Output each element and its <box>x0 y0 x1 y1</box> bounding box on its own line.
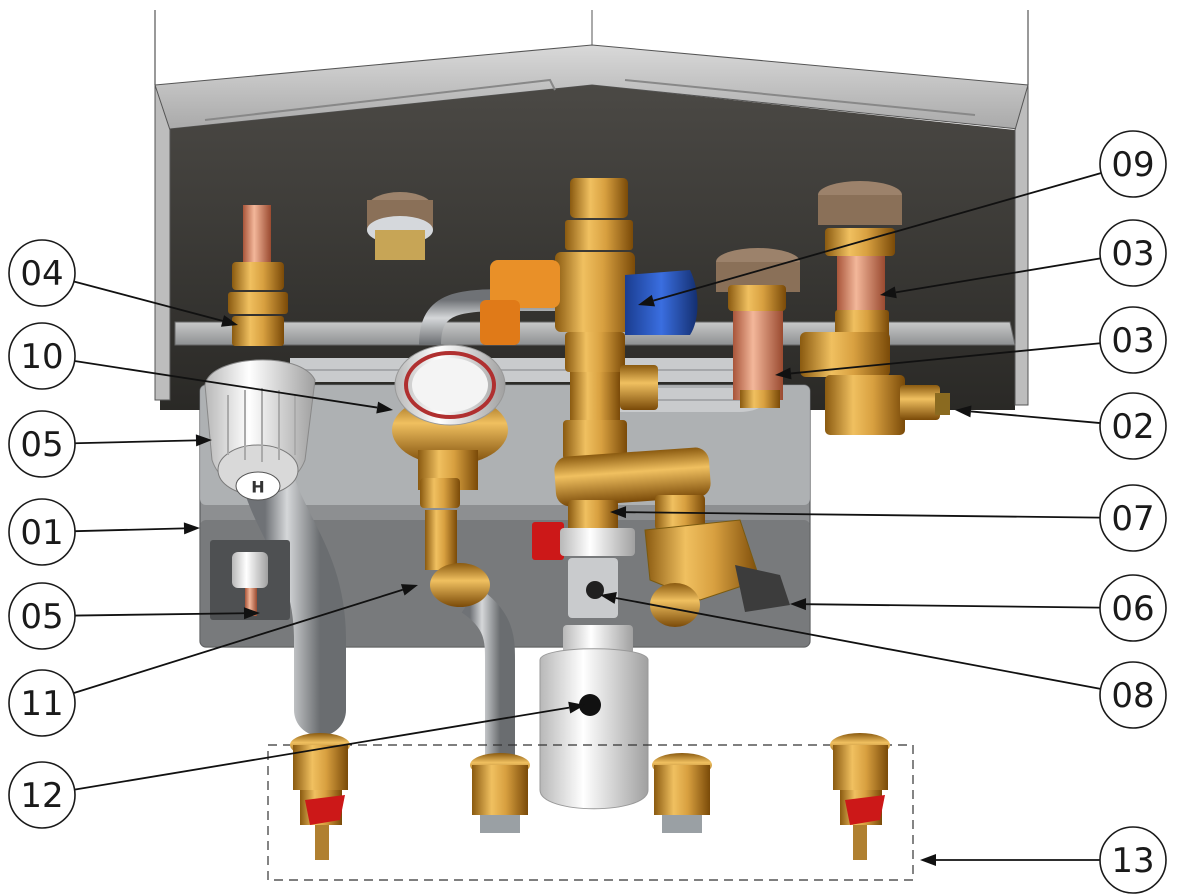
leader-line-01 <box>74 527 185 533</box>
svg-text:H: H <box>251 478 264 497</box>
callout-number: 01 <box>20 513 63 553</box>
leader-line-09 <box>653 172 1102 302</box>
leader-arrow-07 <box>610 506 627 519</box>
callout-05: 05 <box>8 582 76 650</box>
leader-line-03 <box>790 342 1101 375</box>
callout-circle <box>8 669 76 737</box>
callout-number: 08 <box>1111 676 1154 716</box>
brass-fittings-left <box>228 262 288 346</box>
leader-arrow-06 <box>790 598 807 611</box>
callout-circle <box>1099 130 1167 198</box>
callout-13: 13 <box>1099 826 1167 894</box>
leader-arrow-02 <box>955 405 972 418</box>
callout-number: 02 <box>1111 407 1154 447</box>
callout-circle <box>8 239 76 307</box>
callout-01: 01 <box>8 498 76 566</box>
leader-line-12 <box>74 706 570 791</box>
central-manifold <box>480 178 658 460</box>
callout-number: 03 <box>1111 234 1154 274</box>
callout-circle <box>1099 484 1167 552</box>
leader-arrow-13 <box>920 854 936 866</box>
callout-08: 08 <box>1099 661 1167 729</box>
leader-line-05 <box>74 439 197 445</box>
callout-number: 10 <box>20 337 63 377</box>
callout-circle <box>8 410 76 478</box>
leader-arrow-10 <box>376 401 393 414</box>
leader-arrow-11 <box>400 584 418 596</box>
callout-circle <box>8 761 76 829</box>
leader-line-07 <box>625 511 1101 519</box>
manometer <box>392 344 508 490</box>
callout-circle <box>1099 574 1167 642</box>
callout-09: 09 <box>1099 130 1167 198</box>
leader-arrow-01 <box>183 522 200 535</box>
small-left-valve <box>210 540 290 620</box>
brass-tube-07 <box>554 447 711 535</box>
callout-number: 13 <box>1111 841 1154 881</box>
callout-number: 03 <box>1111 321 1154 361</box>
blue-valve-09 <box>625 270 698 335</box>
callout-03: 03 <box>1099 306 1167 374</box>
drain-tap-08 <box>532 522 635 618</box>
callout-04: 04 <box>8 239 76 307</box>
leader-line-06 <box>805 603 1101 609</box>
callout-number: 05 <box>20 597 63 637</box>
leader-arrow-12 <box>568 701 585 714</box>
leader-line-02 <box>970 410 1101 424</box>
filter-06 <box>644 519 790 627</box>
union-center-left <box>470 753 530 833</box>
leader-arrow-08 <box>600 592 617 604</box>
leader-line-03 <box>895 257 1101 294</box>
leader-arrow-09 <box>638 294 656 307</box>
callout-11: 11 <box>8 669 76 737</box>
leader-lines <box>73 172 1102 866</box>
callout-number: 11 <box>20 684 63 724</box>
siphon-canister-12 <box>539 625 649 810</box>
callout-circle <box>1099 392 1167 460</box>
callout-labels: 09 03 03 02 07 06 08 13 04 10 05 01 05 11 12 <box>8 130 1167 894</box>
leader-arrow-04 <box>220 315 238 327</box>
callout-05: 05 <box>8 410 76 478</box>
callout-number: 05 <box>20 425 63 465</box>
callout-03: 03 <box>1099 219 1167 287</box>
leader-arrow-03 <box>775 367 792 380</box>
leader-line-10 <box>74 360 378 409</box>
leader-line-05 <box>74 612 245 617</box>
leader-line-11 <box>73 588 404 694</box>
callout-circle <box>1099 661 1167 729</box>
leader-arrow-05 <box>243 607 260 620</box>
callout-number: 04 <box>20 254 63 294</box>
callout-circle <box>8 498 76 566</box>
callout-number: 07 <box>1111 499 1154 539</box>
center-grey-pipes <box>461 150 697 760</box>
callout-06: 06 <box>1099 574 1167 642</box>
leader-line-08 <box>615 597 1101 690</box>
callout-02: 02 <box>1099 392 1167 460</box>
callout-12: 12 <box>8 761 76 829</box>
callout-circle <box>1099 826 1167 894</box>
brass-pipe-11 <box>420 478 490 607</box>
thermostatic-head: H <box>204 359 316 501</box>
callout-07: 07 <box>1099 484 1167 552</box>
leader-arrow-05 <box>195 434 212 447</box>
brown-caps <box>367 181 902 292</box>
callout-circle <box>1099 306 1167 374</box>
callout-circle <box>8 582 76 650</box>
callout-10: 10 <box>8 322 76 390</box>
callout-circle <box>8 322 76 390</box>
leader-arrow-03 <box>880 286 897 299</box>
union-center-right <box>652 753 712 833</box>
callout-circle <box>1099 219 1167 287</box>
leader-line-04 <box>73 280 223 322</box>
callout-number: 06 <box>1111 589 1154 629</box>
callout-number: 09 <box>1111 145 1154 185</box>
callout-number: 12 <box>20 776 63 816</box>
ball-valve-right <box>830 733 890 860</box>
